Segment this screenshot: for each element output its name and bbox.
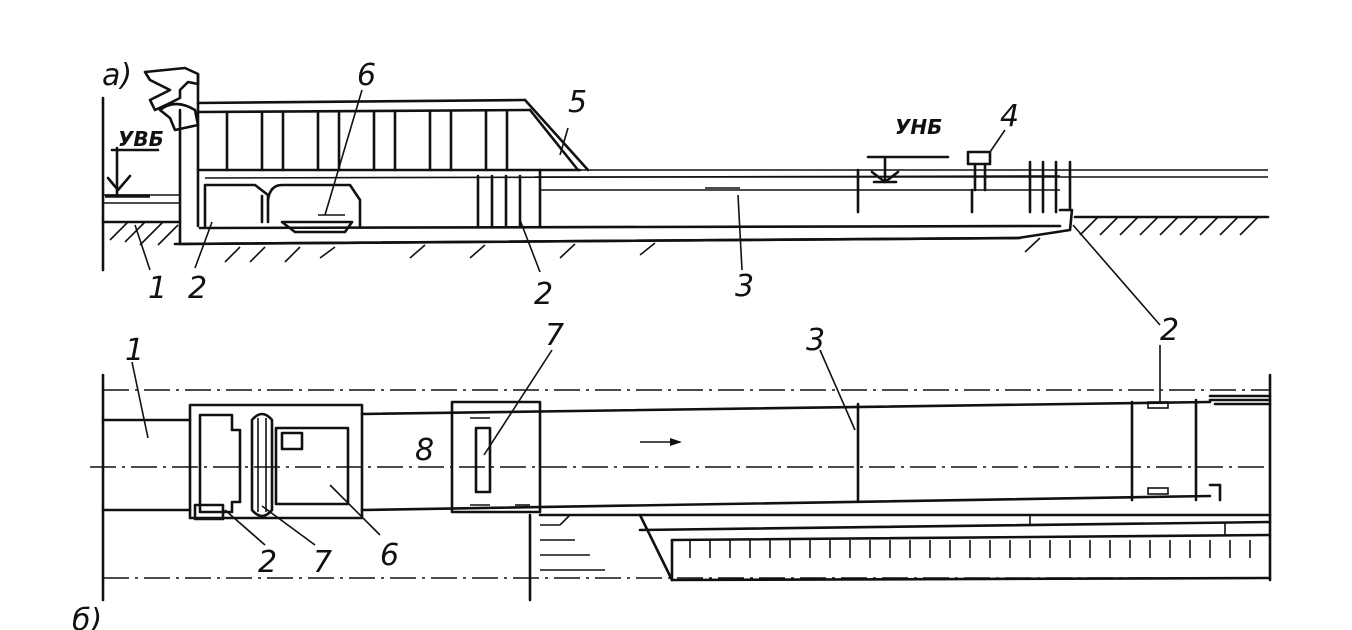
view-a-section	[101, 66, 1270, 326]
callout-a-2-right: 2	[1160, 313, 1179, 348]
view-a-caption: а)	[102, 58, 132, 93]
downstream-level-label: УНБ	[895, 115, 942, 139]
callout-b-7-bottom: 7	[313, 545, 332, 580]
callout-b-7-top: 7	[545, 318, 564, 353]
callout-a-2-left: 2	[188, 271, 207, 306]
callout-b-6: 6	[380, 538, 399, 573]
callout-a-2-middle: 2	[534, 277, 553, 312]
upstream-level-label: УВБ	[118, 127, 164, 151]
callout-b-2: 2	[258, 545, 277, 580]
view-b-caption: б)	[72, 603, 102, 630]
view-b-plan	[90, 345, 1272, 602]
callout-a-1: 1	[148, 271, 167, 306]
callout-a-5: 5	[568, 85, 587, 120]
callout-b-3: 3	[806, 323, 825, 358]
callout-a-6: 6	[357, 58, 376, 93]
callout-b-8: 8	[415, 433, 434, 468]
callout-a-3: 3	[735, 269, 754, 304]
callout-b-1: 1	[125, 333, 144, 368]
callout-a-4: 4	[1000, 99, 1019, 134]
